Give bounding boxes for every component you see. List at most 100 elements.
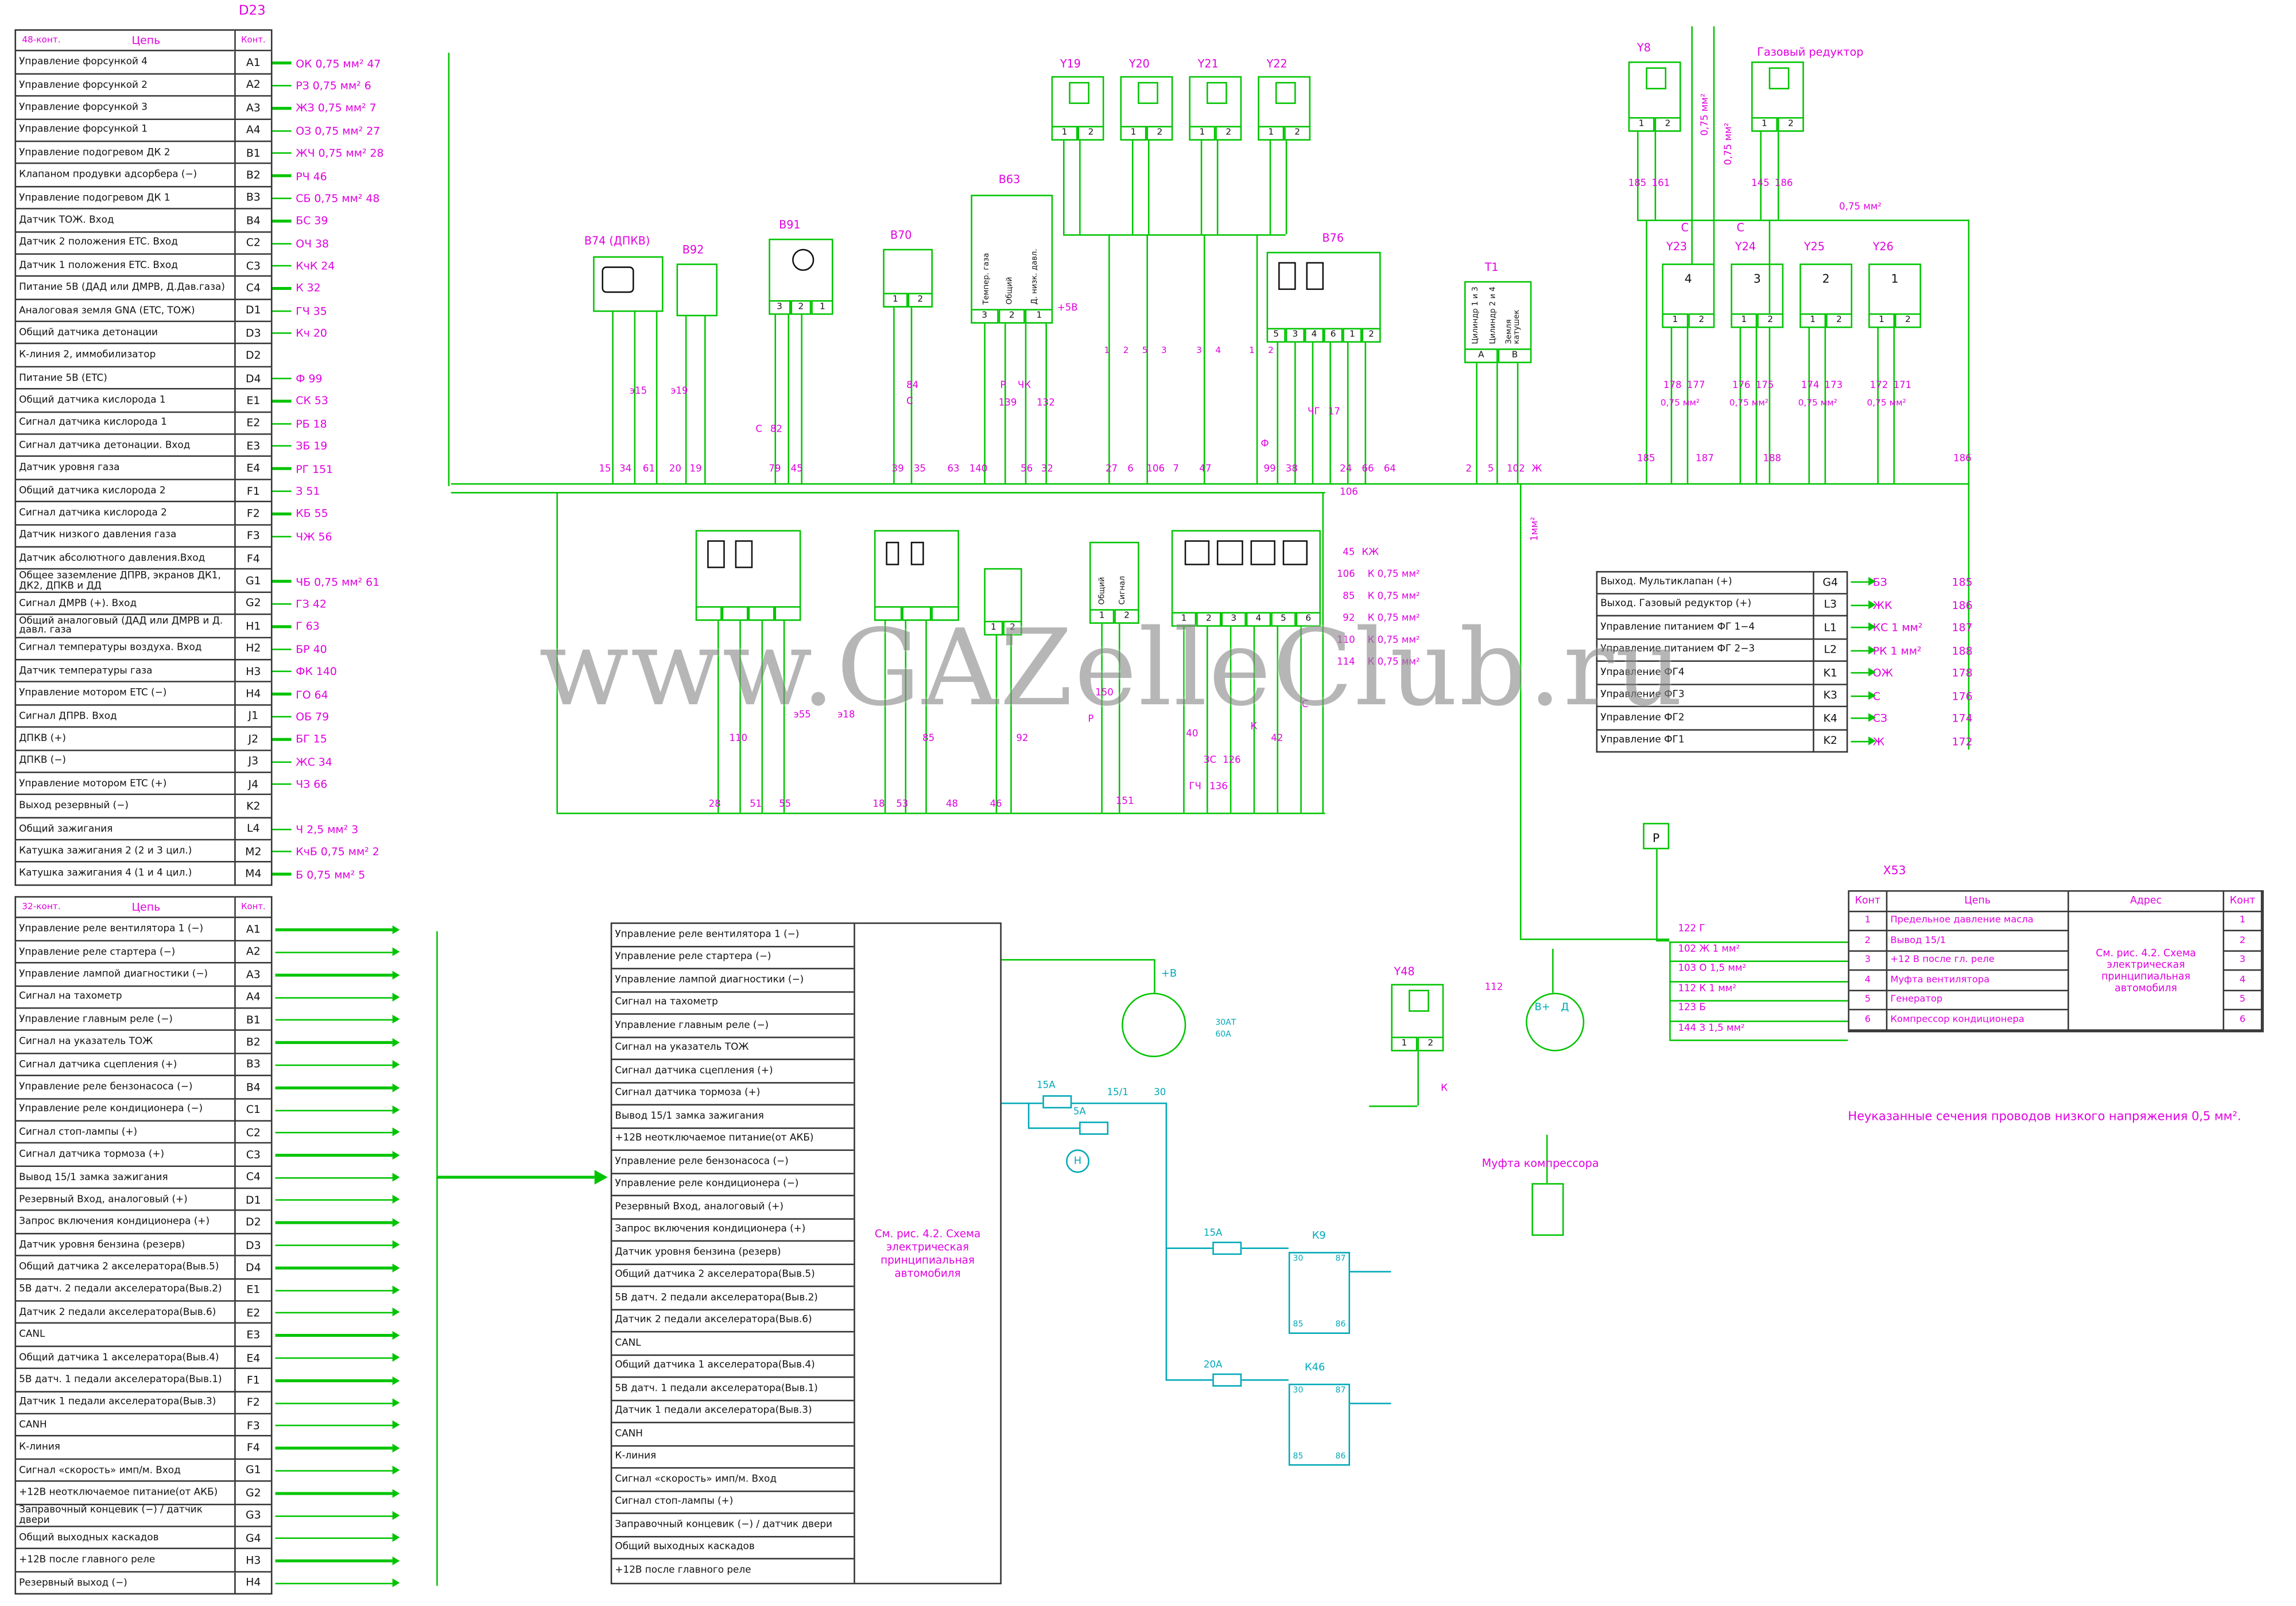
table-row: 5В датч. 1 педали акселератора(Выв.1)F1 bbox=[14, 1369, 400, 1392]
wire-stub bbox=[272, 828, 292, 831]
wire-segment bbox=[556, 812, 1325, 815]
wire-segment bbox=[1713, 26, 1716, 264]
wire-label: БР 40 bbox=[296, 642, 327, 656]
component-pin: 2 bbox=[1417, 1037, 1444, 1052]
x53-pin-cell-right: 6 bbox=[2224, 1010, 2263, 1030]
wire-arrow bbox=[275, 946, 400, 959]
circuit-name-cell: Сигнал датчика детонации. Вход bbox=[14, 435, 235, 457]
text-label: 40 bbox=[1186, 727, 1199, 740]
relay-pin-label: 85 bbox=[1293, 1320, 1304, 1329]
component-pin: 1 bbox=[1868, 313, 1895, 328]
text-label: 24 bbox=[1340, 463, 1352, 475]
text-label: 45 bbox=[1343, 546, 1355, 558]
pin-cell: G2 bbox=[234, 1482, 273, 1505]
circuit-name-cell: Сигнал температуры воздуха. Вход bbox=[14, 638, 235, 661]
wire-arrow bbox=[1851, 735, 1876, 747]
resistor-icon bbox=[1217, 540, 1243, 565]
component-pin: 1 bbox=[1662, 313, 1689, 328]
wire-segment bbox=[1496, 363, 1499, 483]
component-pin: 4 bbox=[1304, 328, 1324, 343]
wire-number: 188 bbox=[1952, 643, 1973, 657]
pin-cell: G4 bbox=[234, 1527, 273, 1550]
header-pin-cell: Конт. bbox=[234, 896, 273, 919]
text-label: 186 bbox=[1774, 177, 1793, 189]
wire-arrow bbox=[1851, 666, 1876, 680]
circuit-name-cell: Сигнал ДМРВ (+). Вход bbox=[14, 592, 235, 615]
relay-pin-label: 30 bbox=[1293, 1255, 1304, 1264]
table-row: Управление лампой диагностики (−)A3 bbox=[14, 963, 400, 987]
wire-label: ЖС 34 bbox=[296, 755, 332, 769]
signal-row: CANH bbox=[612, 1423, 854, 1446]
wire-stub bbox=[272, 535, 292, 538]
wire-label: Кч 20 bbox=[296, 327, 327, 340]
wire-segment bbox=[1760, 131, 1762, 220]
wire-segment bbox=[1669, 1021, 1848, 1023]
wire-stub bbox=[272, 851, 292, 853]
text-label: К 0,75 мм² bbox=[1367, 612, 1420, 624]
wire-segment bbox=[1877, 328, 1879, 483]
pin-cell: C2 bbox=[234, 232, 273, 255]
circuit-name-cell: Питание 5В (ДАД или ДМРВ, Д.Дав.газа) bbox=[14, 277, 235, 300]
text-label: 53 bbox=[896, 798, 909, 810]
table-row: +12В неотключаемое питание(от АКБ)G2 bbox=[14, 1482, 400, 1505]
signal-row: Резервный Вход, аналоговый (+) bbox=[612, 1196, 854, 1219]
text-label: 114 bbox=[1337, 655, 1355, 668]
component-pin: 2 bbox=[1114, 609, 1139, 624]
circuit-name-cell: Сигнал «скорость» имп/м. Вход bbox=[14, 1459, 235, 1483]
wire-segment bbox=[1517, 363, 1519, 483]
wire-arrow bbox=[1851, 689, 1876, 702]
pin-cell: F3 bbox=[234, 525, 273, 548]
text-label: 178 bbox=[1663, 379, 1682, 391]
table-row: Выход резервный (−)K2 bbox=[14, 795, 384, 818]
wire-segment bbox=[1051, 1102, 1166, 1105]
pin-cell: G3 bbox=[234, 1504, 273, 1527]
note-wire-sections: Неуказанные сечения проводов низкого нап… bbox=[1848, 1108, 2241, 1123]
text-label: 145 bbox=[1751, 177, 1770, 189]
wire-arrow bbox=[275, 1014, 400, 1026]
pin-cell: J3 bbox=[234, 750, 273, 773]
x53-pin-cell: 3 bbox=[1849, 951, 1888, 971]
wire-label: КС 1 мм² bbox=[1872, 621, 1923, 635]
text-label: ЧГ bbox=[1308, 405, 1320, 418]
pin-cell: D3 bbox=[234, 322, 273, 345]
wire-segment bbox=[1669, 941, 1671, 1040]
text-label: К bbox=[1250, 720, 1258, 732]
fuse-icon bbox=[1079, 1122, 1109, 1135]
wire-segment bbox=[1165, 1247, 1213, 1250]
circuit-name-cell: К-линия bbox=[14, 1437, 235, 1460]
wire-label: БС 39 bbox=[296, 214, 328, 228]
wire-label: КчБ 0,75 мм² 2 bbox=[296, 845, 379, 859]
circuit-name-cell: Выход. Мультиклапан (+) bbox=[1596, 571, 1813, 594]
component-pin: 2 bbox=[1196, 612, 1221, 627]
wire-segment bbox=[1312, 342, 1314, 483]
circuit-name-cell: ДПКВ (−) bbox=[14, 750, 235, 773]
circuit-name-cell: Управление лампой диагностики (−) bbox=[14, 963, 235, 987]
text-label: 32 bbox=[1041, 463, 1053, 475]
x53-circuit-cell: Муфта вентилятора bbox=[1887, 971, 2069, 991]
text-label: КЖ bbox=[1362, 546, 1379, 558]
text-label: Муфта компрессора bbox=[1481, 1157, 1599, 1170]
table-row: Сигнал датчика сцепления (+)B3 bbox=[14, 1054, 400, 1077]
circuit-name-cell: Датчик 1 положения ETC. Вход bbox=[14, 254, 235, 277]
text-label: 20А bbox=[1203, 1359, 1223, 1371]
table-row: Сигнал датчика тормоза (+)C3 bbox=[14, 1144, 400, 1167]
pin-cell: A3 bbox=[234, 96, 273, 120]
wire-segment bbox=[893, 307, 895, 483]
wire-segment bbox=[451, 492, 1325, 494]
component-pin: 2 bbox=[1003, 620, 1022, 636]
